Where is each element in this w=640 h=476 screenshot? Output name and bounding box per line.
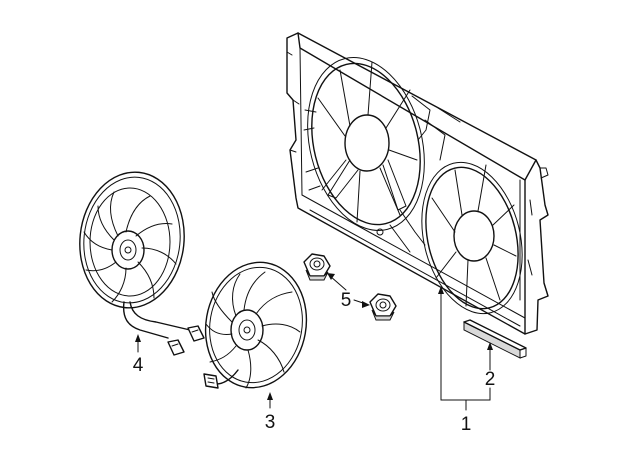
fan-shroud[interactable] bbox=[286, 32, 549, 335]
nut-lower[interactable] bbox=[369, 293, 397, 321]
left-fan-assembly[interactable] bbox=[73, 167, 205, 356]
callout-5: 5 bbox=[341, 290, 352, 311]
callout-leaders bbox=[135, 273, 493, 411]
nut-upper[interactable] bbox=[303, 253, 331, 281]
seal-strip[interactable] bbox=[463, 319, 527, 359]
callout-1: 1 bbox=[461, 414, 472, 435]
callout-3: 3 bbox=[265, 412, 276, 433]
callout-2: 2 bbox=[485, 369, 496, 390]
right-fan-assembly[interactable] bbox=[196, 254, 316, 395]
callout-4: 4 bbox=[133, 355, 144, 376]
